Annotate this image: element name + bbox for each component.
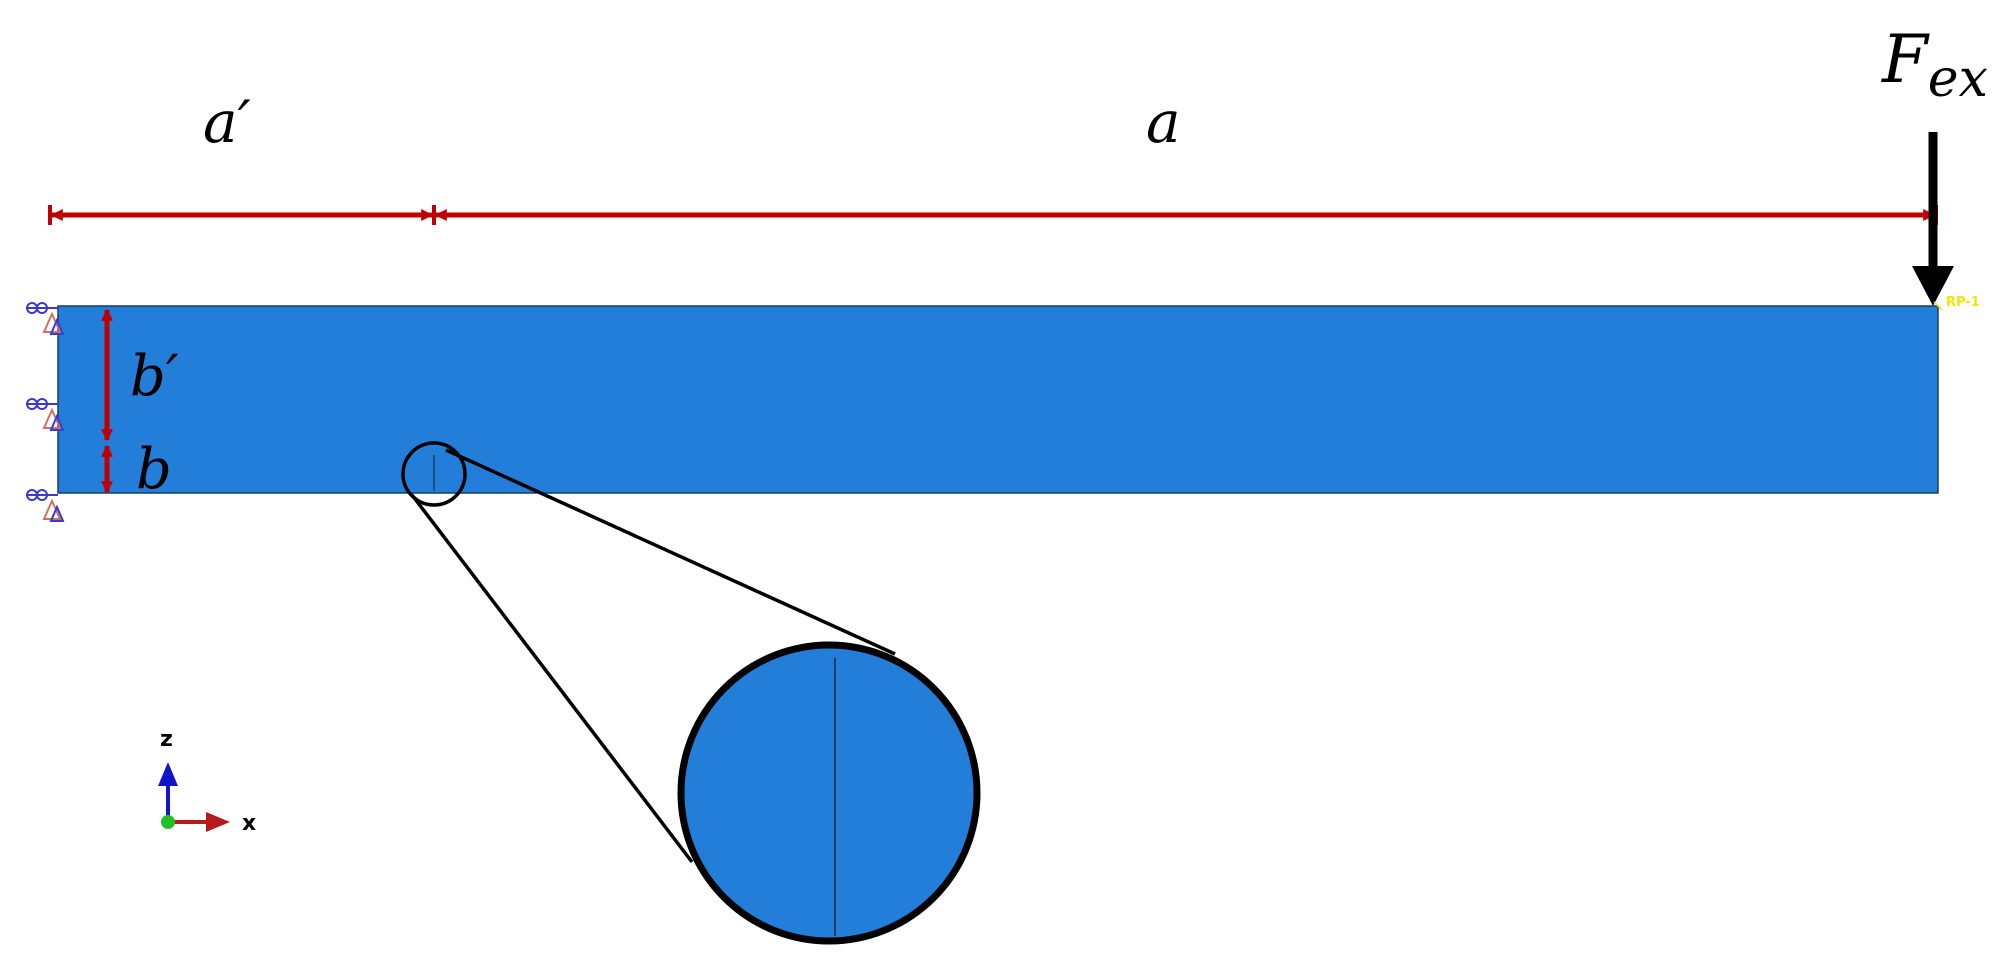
down-arrow-icon [1912,132,1954,306]
zoom-callout [401,441,981,945]
support-symbol [26,489,65,522]
encastre-icon [26,302,65,522]
zoom-view [681,645,977,941]
label-b-prime: b′ [130,344,179,409]
label-a-prime: a′ [203,88,251,156]
axis-z-label: z [160,727,173,752]
label-b: b [136,437,172,502]
dimension-a-prime: a′ [48,88,436,225]
dimension-b: b [101,437,172,502]
crack-highlight-circle [401,441,467,507]
coordinate-triad-icon: z x [158,727,256,836]
reference-point-label: RP-1 [1946,295,1980,310]
beam-body [57,305,1939,494]
reference-point-marker [1933,301,1943,311]
support-symbol [26,398,65,431]
support-symbol [26,302,65,335]
dimension-a: a [434,88,1938,225]
axis-x-label: x [242,811,256,836]
label-a: a [1146,88,1181,156]
label-force: Fex [1881,21,1988,109]
dimension-b-prime: b′ [101,308,179,442]
